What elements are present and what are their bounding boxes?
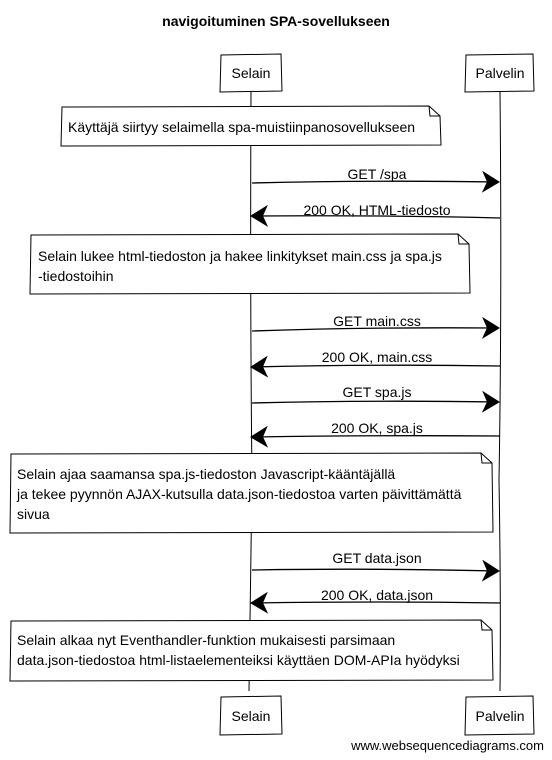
message-get-main-css: GET main.css <box>251 313 500 339</box>
note-4-line-1: Selain alkaa nyt Eventhandler-funktion m… <box>17 632 395 648</box>
message-200-main-css: 200 OK, main.css <box>250 349 501 378</box>
participant-palvelin-bottom: Palvelin <box>464 695 535 736</box>
note-1-line-1: Käyttäjä siirtyy selaimella spa-muistiin… <box>68 119 415 135</box>
note-3: Selain ajaa saamansa spa.js-tiedoston Ja… <box>9 452 494 534</box>
note-1: Käyttäjä siirtyy selaimella spa-muistiin… <box>60 105 442 147</box>
message-200-main-css-label: 200 OK, main.css <box>322 349 433 365</box>
lifeline-palvelin <box>498 90 502 692</box>
footer-credit: www.websequencediagrams.com <box>350 738 544 753</box>
message-200-html-label: 200 OK, HTML-tiedosto <box>303 202 450 218</box>
note-4: Selain alkaa nyt Eventhandler-funktion m… <box>9 619 494 682</box>
note-3-line-1: Selain ajaa saamansa spa.js-tiedoston Ja… <box>17 466 395 482</box>
note-2-line-1: Selain lukee html-tiedoston ja hakee lin… <box>38 248 442 264</box>
note-2: Selain lukee html-tiedoston ja hakee lin… <box>29 233 471 295</box>
participant-selain-top: Selain <box>219 53 283 93</box>
participant-label-palvelin-bottom: Palvelin <box>475 708 524 724</box>
lifeline-selain <box>248 90 253 692</box>
message-200-html: 200 OK, HTML-tiedosto <box>250 202 501 227</box>
message-get-spa-label: GET /spa <box>348 166 407 182</box>
note-4-line-2: data.json-tiedostoa html-listaelementeik… <box>17 652 460 668</box>
message-get-spa: GET /spa <box>251 166 500 193</box>
note-3-line-2: ja tekee pyynnön AJAX-kutsulla data.json… <box>16 486 462 502</box>
participant-label-selain-top: Selain <box>232 65 271 81</box>
message-200-spa-js-label: 200 OK, spa.js <box>331 420 423 436</box>
message-get-spa-js: GET spa.js <box>251 384 500 413</box>
participant-label-selain-bottom: Selain <box>232 708 271 724</box>
participant-palvelin-top: Palvelin <box>464 53 535 93</box>
note-3-line-3: sivua <box>17 506 50 522</box>
participant-label-palvelin-top: Palvelin <box>475 65 524 81</box>
diagram-title: navigoituminen SPA-sovellukseen <box>162 13 390 29</box>
note-2-line-2: -tiedostoihin <box>38 268 114 284</box>
message-get-data-json: GET data.json <box>251 550 500 582</box>
message-200-data-json-label: 200 OK, data.json <box>321 587 433 603</box>
message-200-data-json: 200 OK, data.json <box>250 587 501 614</box>
participant-selain-bottom: Selain <box>219 695 283 736</box>
message-get-data-json-label: GET data.json <box>332 550 421 566</box>
message-200-spa-js: 200 OK, spa.js <box>250 420 501 448</box>
message-get-spa-js-label: GET spa.js <box>343 384 412 400</box>
message-get-main-css-label: GET main.css <box>333 313 421 329</box>
